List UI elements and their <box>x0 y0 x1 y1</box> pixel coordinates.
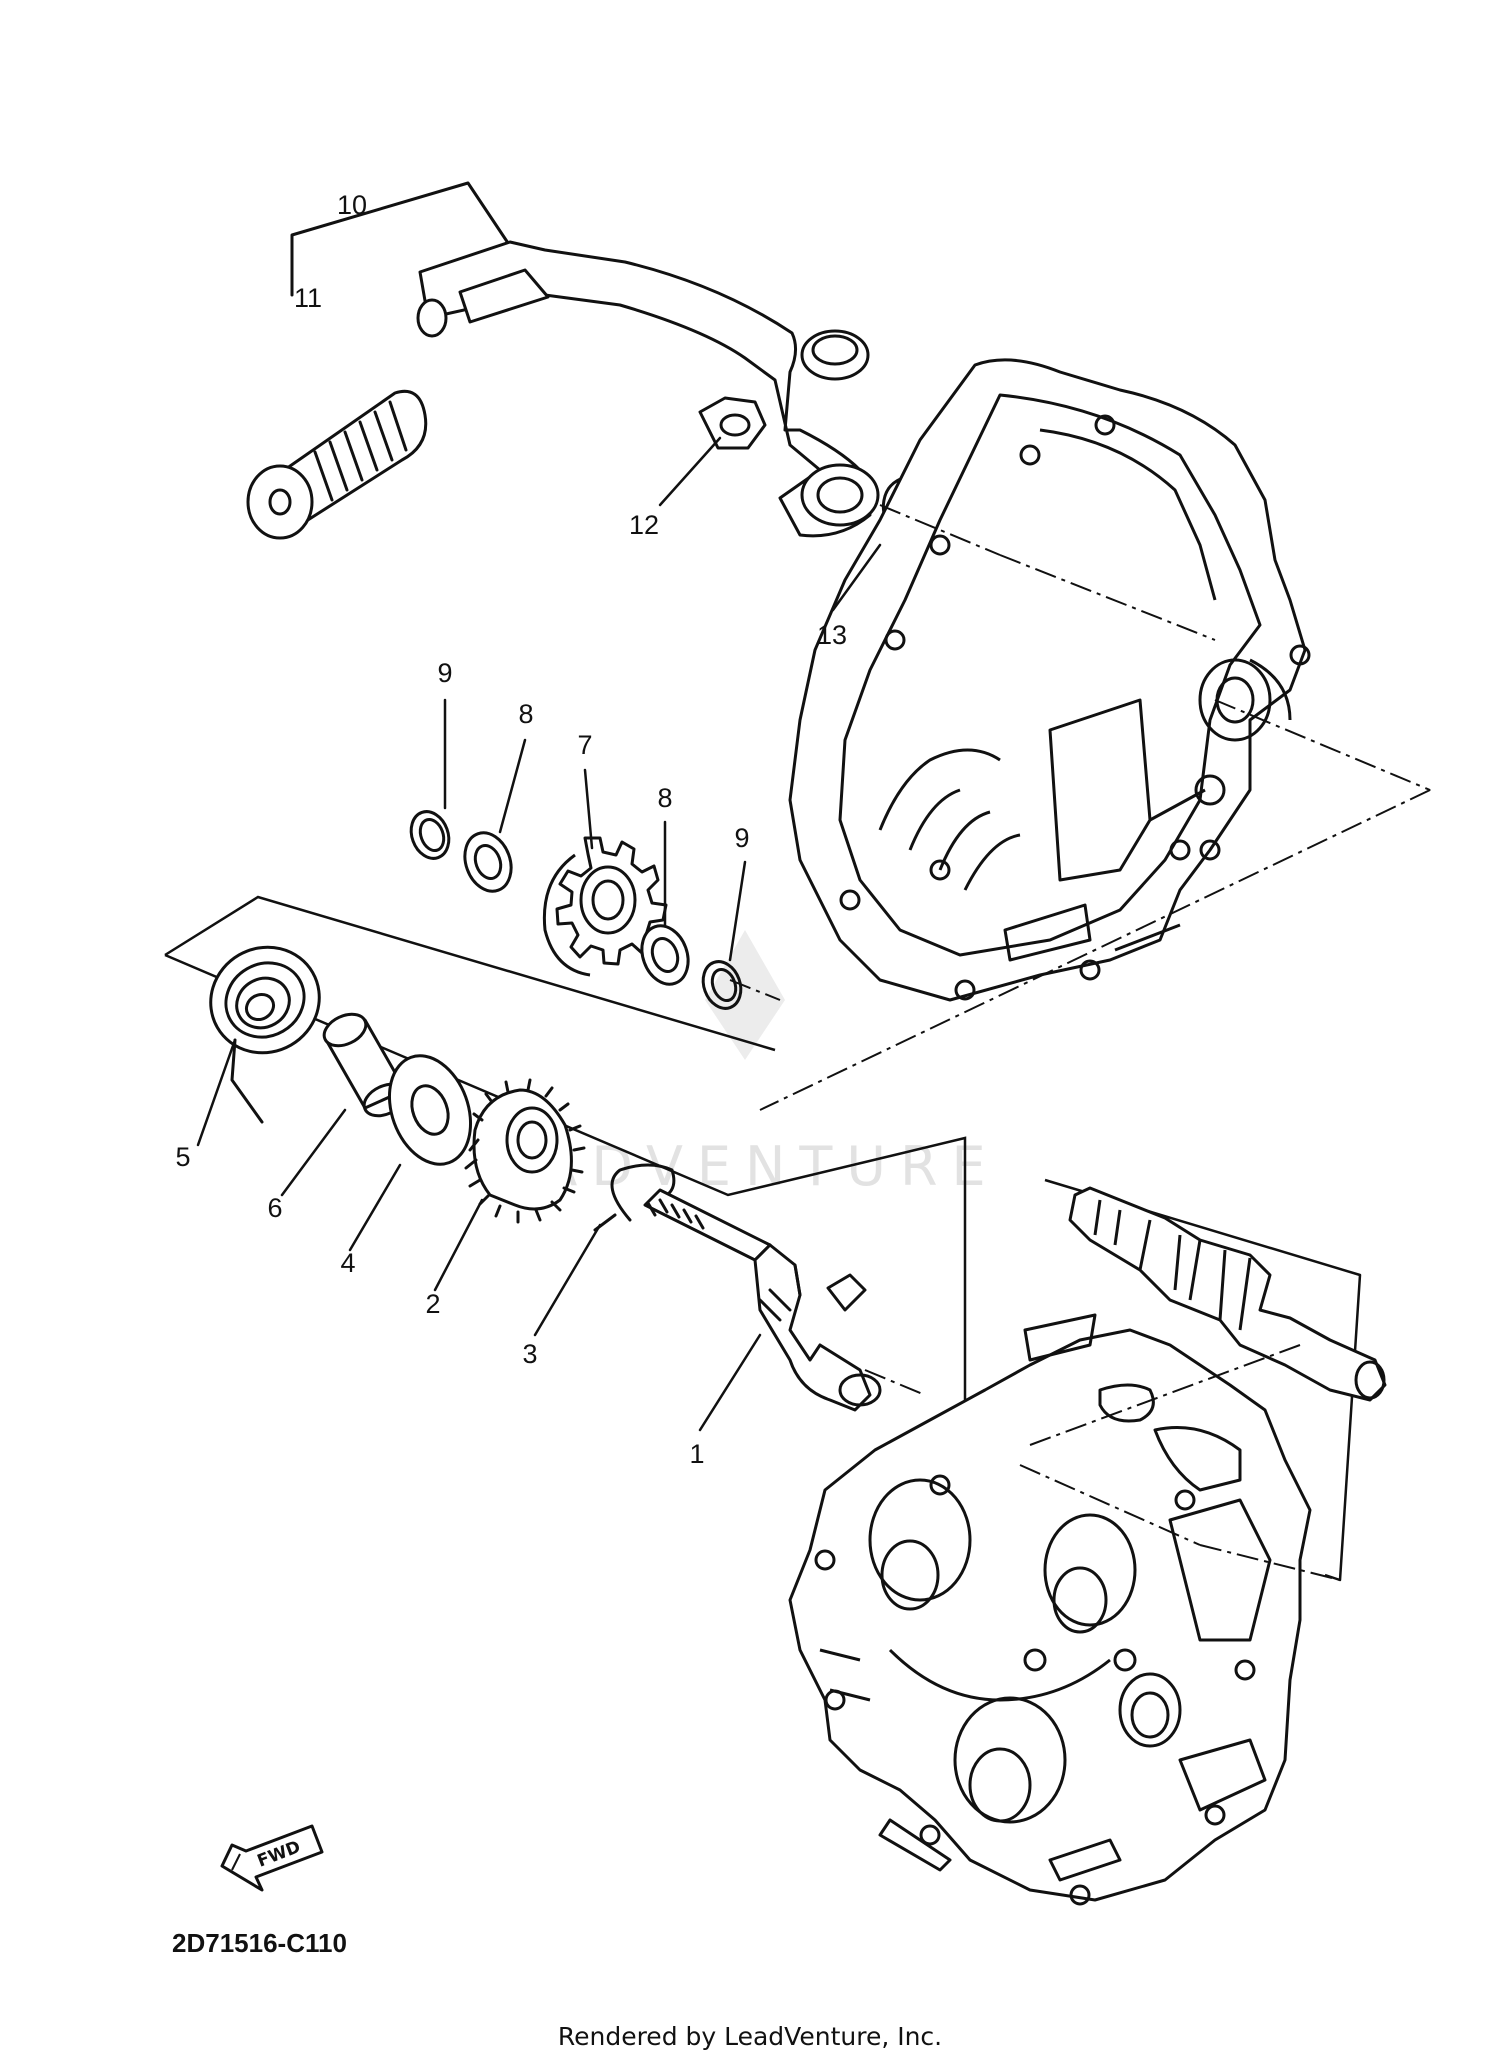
gear-set-lower <box>209 945 882 1412</box>
kick-grip <box>246 389 428 540</box>
callout-label-2: 2 <box>425 1289 440 1319</box>
kick-crank-arm <box>418 240 872 538</box>
washer-8-left <box>463 831 513 893</box>
callout-label-9-left: 9 <box>437 658 452 688</box>
kick-shaft-1 <box>643 1188 882 1412</box>
forward-arrow: FWD <box>220 1824 324 1892</box>
callout-label-8-right: 8 <box>657 783 672 813</box>
crank-nut <box>698 396 767 450</box>
callout-label-13: 13 <box>817 620 847 650</box>
washer-4 <box>387 1054 473 1166</box>
circlip-9-left <box>409 810 451 860</box>
alignment-lines <box>729 504 1431 1581</box>
callout-label-1: 1 <box>689 1439 704 1469</box>
collar-6 <box>322 1012 408 1118</box>
crankcase-cover <box>788 358 1311 1002</box>
leader-lines <box>196 436 882 1432</box>
kick-crank-shaft <box>458 268 550 324</box>
callout-label-8-left: 8 <box>518 699 533 729</box>
crank-pin <box>416 298 448 338</box>
callout-label-7: 7 <box>577 730 592 760</box>
callout-label-5: 5 <box>175 1142 190 1172</box>
callout-label-6: 6 <box>267 1193 282 1223</box>
callout-bracket-10-11 <box>290 181 514 297</box>
crank-pivot <box>800 463 880 527</box>
washer-8-right <box>640 924 690 986</box>
kick-crank-assembly <box>246 181 949 549</box>
callouts: 10 11 12 13 9 8 7 8 9 5 6 4 2 3 1 <box>175 190 847 1469</box>
callout-label-12: 12 <box>629 510 659 540</box>
main-shaft-bracket <box>1044 1178 1362 1582</box>
forward-arrow-icon <box>220 1824 324 1892</box>
main-shaft-assembly <box>1044 1178 1387 1582</box>
callout-label-10: 10 <box>337 190 367 220</box>
callout-label-4: 4 <box>340 1248 355 1278</box>
callout-label-9-right: 9 <box>734 823 749 853</box>
callout-label-3: 3 <box>522 1339 537 1369</box>
kick-gear-2 <box>464 1078 586 1224</box>
starter-gear-7 <box>542 836 668 977</box>
crankcase <box>788 1313 1312 1906</box>
callout-label-11: 11 <box>294 283 322 313</box>
diagram-reference-code: 2D71516-C110 <box>172 1928 347 1958</box>
footer-credit: Rendered by LeadVenture, Inc. <box>558 2022 942 2051</box>
gear-set-upper <box>409 810 743 1010</box>
watermark-logo-shape <box>705 930 785 1060</box>
torsion-spring-5 <box>209 945 321 1124</box>
